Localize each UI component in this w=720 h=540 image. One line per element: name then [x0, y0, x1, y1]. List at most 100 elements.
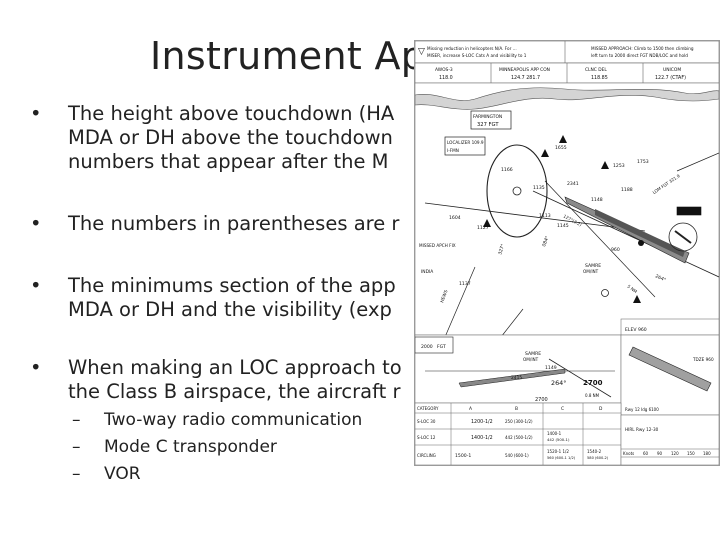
profile-alt-2415: 2415 — [511, 375, 522, 381]
label-1145: 1145 — [557, 223, 569, 229]
scale-box — [676, 206, 702, 216]
bullet-1-line-1: The height above touchdown (HA — [68, 102, 395, 125]
label-960: 960 — [611, 247, 620, 253]
min-row-3-value-3: 1520-1 1/2 — [547, 449, 569, 454]
label-1113: 1113 — [539, 213, 551, 219]
min-row-3-label: CIRCLING — [417, 453, 436, 458]
label-1166: 1166 — [501, 167, 513, 173]
freq-label-unicom: UNICOM — [663, 67, 681, 73]
profile-alt-1149: 1149 — [545, 365, 557, 371]
label-om-int: OM/INT — [583, 269, 599, 274]
min-row-2-value-3: 1400-1 — [547, 431, 562, 436]
chart-plan-view: FARMINGTON 327 FGT LOCALIZER 109.9 I-FMN… — [415, 82, 719, 338]
profile-om-int: OM/INT — [523, 357, 539, 362]
dash-glyph: – — [72, 410, 81, 430]
airport-elev: ELEV 960 — [625, 327, 647, 333]
label-1753: 1753 — [637, 159, 649, 165]
freq-value-awos: 118.0 — [439, 75, 453, 81]
airport-compass — [668, 222, 698, 252]
label-localizer: LOCALIZER 109.9 — [447, 140, 484, 145]
subitem-3-text: VOR — [104, 464, 141, 484]
dash-glyph: – — [72, 437, 81, 457]
profile-fgt: FGT — [437, 344, 446, 350]
chart-profile-view: 2000 FGT SAMRE OM/INT 2700 2700 264° 0.8… — [415, 334, 622, 404]
airport-tdze: TDZE 960 — [692, 357, 714, 362]
label-1137: 1137 — [459, 281, 471, 287]
min-row-3-value-2: 540 (600-1) — [505, 453, 529, 458]
course-264: 264° — [654, 273, 667, 283]
chart-airport-diagram: ELEV 960 TDZE 960 Rwy 12 Idg 6100 — [620, 327, 719, 416]
min-cat-header: CATEGORY — [417, 406, 439, 411]
obstacle-icon — [633, 295, 641, 303]
timing-knots: Knots — [623, 451, 634, 456]
freq-value-app-con: 124.7 281.7 — [511, 75, 540, 81]
label-1148: 1148 — [591, 197, 603, 203]
obstacle-icon — [483, 219, 491, 227]
obstacle-icon — [601, 161, 609, 169]
subitem-2-text: Mode C transponder — [104, 437, 277, 457]
min-cat-c: C — [561, 406, 564, 412]
bullet-dot: • — [30, 212, 42, 235]
label-1135: 1135 — [533, 185, 545, 191]
min-row-3-value-6: 580 (600-2) — [587, 456, 609, 460]
min-row-1-value-2: 250 (300-1/2) — [505, 419, 533, 424]
min-cat-b: B — [515, 406, 518, 412]
chart-note-2: MISER, increase S-LOC Cats A and visibil… — [427, 53, 527, 58]
bullet-2-line-1: The numbers in parentheses are r — [68, 212, 400, 235]
timing-60: 60 — [643, 451, 649, 456]
bullet-1-line-3: numbers that appear after the M — [68, 150, 389, 173]
min-row-3-value-1: 1500-1 — [455, 453, 471, 459]
course-5nm: 5 NM — [626, 284, 638, 295]
bullet-4-line-1: When making an LOC approach to — [68, 356, 402, 379]
runway-shape — [628, 346, 712, 392]
min-row-2-value-1: 1400-1/2 — [471, 435, 493, 441]
min-row-1-value-1: 1200-1/2 — [471, 419, 493, 425]
label-i-fmn: I-FMN — [447, 148, 459, 153]
label-327-fgt: 327 FGT — [477, 122, 499, 128]
label-2341: 2341 — [567, 181, 579, 187]
course-327: 327° — [497, 243, 506, 255]
subitem-1-text: Two-way radio communication — [104, 410, 363, 430]
profile-264: 264° — [551, 379, 566, 387]
timing-180: 180 — [703, 451, 711, 456]
min-cat-d: D — [599, 406, 603, 412]
label-samre: SAMRE — [585, 263, 601, 269]
chart-missed-approach-1: MISSED APPROACH: Climb to 1500 then clim… — [591, 46, 694, 51]
holding-pattern-shape — [486, 144, 548, 238]
label-india: INDIA — [421, 269, 433, 275]
bullet-dot: • — [30, 274, 42, 297]
min-row-3-value-4: 560 (600-1 1/2) — [547, 456, 576, 460]
hirl-label: HIRL Rwy 12-30 — [625, 427, 659, 432]
approach-chart-svg: Missing reduction in helicopters N/A. Fo… — [415, 41, 719, 465]
label-1127: 1127 — [477, 225, 489, 231]
obstacle-icon — [559, 135, 567, 143]
label-1188: 1188 — [621, 187, 633, 193]
bullet-dot: • — [30, 102, 42, 125]
chart-warning-icon: ▽ — [418, 47, 425, 57]
chart-minimums-table: CATEGORY A B C D S-LOC 30 1200-1/2 250 (… — [415, 402, 622, 465]
chart-timing-table: HIRL Rwy 12-30 Knots 60 90 120 150 180 — [620, 414, 719, 465]
label-missed-apch-fix: MISSED APCH FIX — [419, 243, 456, 248]
chart-note-1: Missing reduction in helicopters N/A. Fo… — [427, 46, 517, 51]
approach-chart-image: Missing reduction in helicopters N/A. Fo… — [414, 40, 720, 466]
farmington-box — [470, 110, 512, 130]
obstacle-icon — [541, 149, 549, 157]
freq-label-app-con: MINNEAPOLIS APP CON — [499, 67, 550, 73]
min-row-2-label: S-LOC 12 — [417, 435, 436, 440]
chart-header-notes-box — [415, 41, 719, 64]
bullet-dot: • — [30, 356, 42, 379]
min-cat-a: A — [469, 406, 472, 412]
chart-missed-approach-2: left turn to 2000 direct FGT NDB/LOC and… — [591, 53, 688, 58]
course-hews: HEWS — [439, 289, 449, 304]
label-1253: 1253 — [613, 163, 625, 169]
vor-symbol — [638, 240, 644, 246]
bullet-3-line-2: MDA or DH and the visibility (exp — [68, 298, 392, 321]
profile-alt-2700b: 2700 — [535, 397, 548, 403]
profile-descent-arrow — [458, 368, 566, 388]
bullet-4-line-2: the Class B airspace, the aircraft r — [68, 380, 401, 403]
timing-120: 120 — [671, 451, 679, 456]
airport-runway-label: Rwy 12 Idg 6100 — [625, 407, 659, 412]
bullet-3-line-1: The minimums section of the app — [68, 274, 396, 297]
label-1604: 1604 — [449, 215, 461, 221]
profile-alt-2000: 2000 — [421, 344, 433, 350]
